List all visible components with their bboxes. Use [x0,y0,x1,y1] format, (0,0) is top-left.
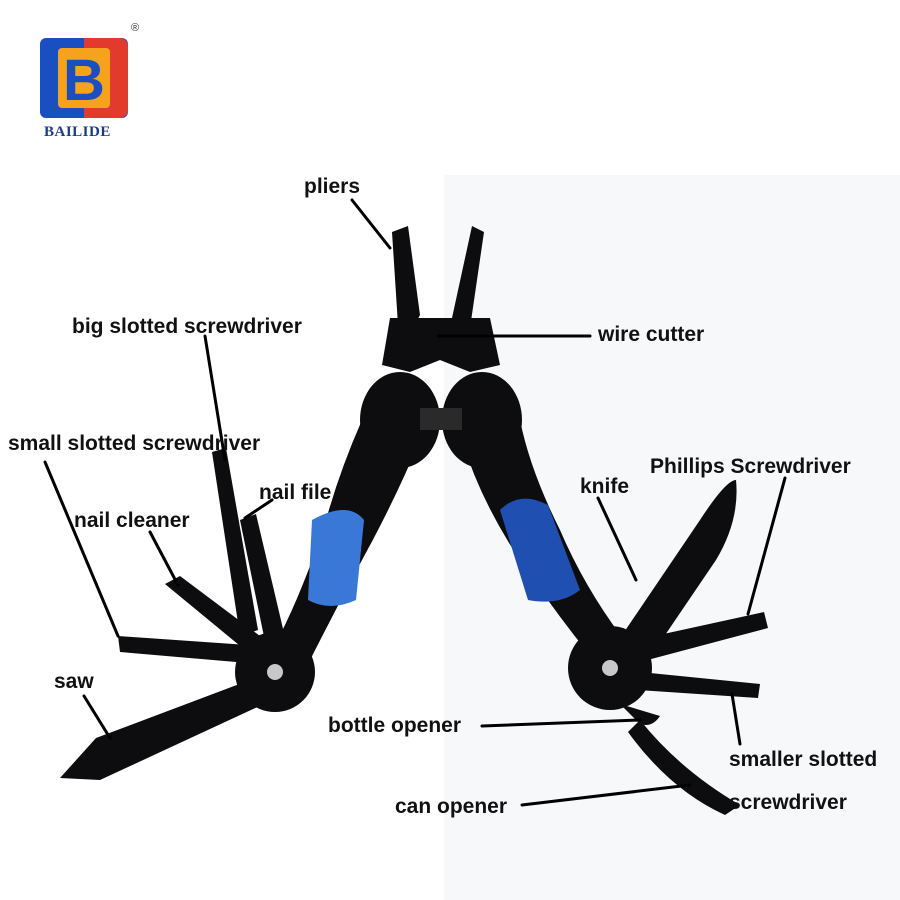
label-phillips-screwdriver: Phillips Screwdriver [650,455,851,478]
knife-blade [612,480,737,672]
phillips-screwdriver-blade [636,612,768,662]
plier-jaw-right [452,226,484,330]
small-slotted-leader [43,460,120,638]
can-opener-blade [628,720,740,815]
bottle-opener-leader [480,718,642,728]
bailide-logo: B [40,38,128,118]
can-opener-leader [520,783,692,807]
label-big-slotted-screwdriver: big slotted screwdriver [72,315,302,338]
spring [420,408,462,430]
bottle-opener-blade [620,704,660,725]
nail-cleaner-blade [165,576,276,664]
label-pliers: pliers [304,175,361,198]
label-bottle-opener: bottle opener [328,714,462,737]
smaller-slotted-screwdriver-blade [638,672,760,698]
knife-leader [596,496,638,582]
pliers-leader [350,198,392,250]
right-hub-screw [602,660,618,676]
saw-leader [82,694,112,740]
leader-lines [43,198,787,807]
big-slotted-screwdriver-blade [212,448,258,636]
big-slotted-leader [203,334,227,462]
smaller-slotted-leader [730,692,742,746]
label-knife: knife [580,475,630,498]
label-nail-cleaner: nail cleaner [74,509,190,532]
phillips-leader [746,476,787,616]
registered-mark: ® [131,22,140,34]
small-slotted-screwdriver-blade [118,636,262,664]
label-nail-file: nail file [259,481,332,504]
blue-inlay-left [308,510,364,606]
logo-letter: B [63,48,105,113]
nail-file-blade [240,514,288,656]
label-small-slotted-screwdriver: small slotted screwdriver [8,432,261,455]
saw-blade [60,680,264,780]
multitool [60,226,768,815]
label-smaller-slotted: smaller slotted [729,748,878,771]
plier-throat [382,318,500,372]
blue-inlay-right [500,498,580,602]
nail-file-leader [243,498,274,520]
left-hub-screw [267,664,283,680]
label-saw: saw [54,670,94,693]
brand-name: BAILIDE [44,124,111,140]
label-can-opener: can opener [395,795,508,818]
label-smaller-slotted-screwdriver: screwdriver [729,791,847,814]
plier-jaw-left [392,226,420,330]
nail-cleaner-leader [148,530,180,587]
label-wire-cutter: wire cutter [598,323,705,346]
